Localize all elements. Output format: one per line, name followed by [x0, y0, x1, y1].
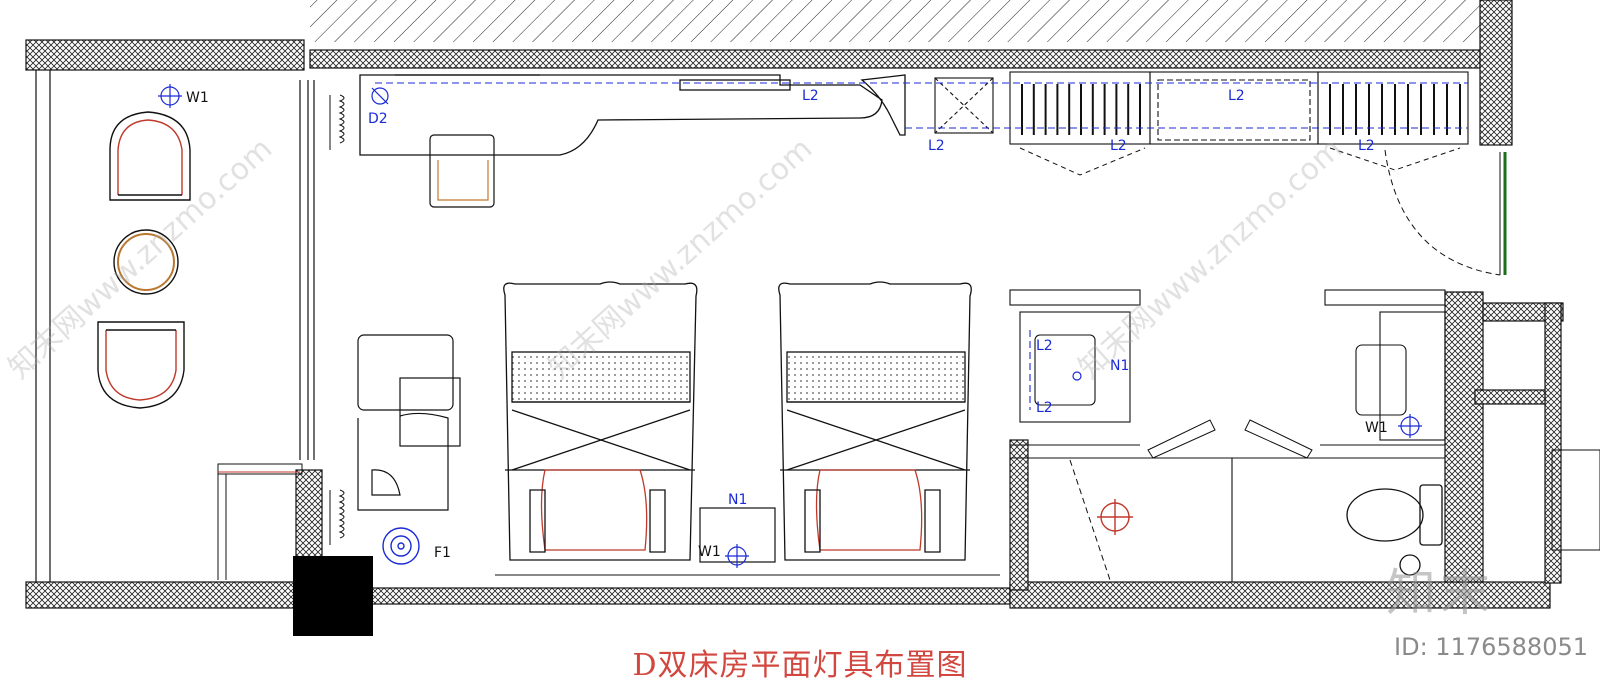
bathroom-doors [1069, 419, 1313, 581]
exterior-hatch [310, 0, 1480, 42]
label-l2-wardrobe2: L2 [1228, 88, 1245, 104]
wardrobe-door-swings [1019, 147, 1461, 176]
curtain-spring-top [329, 94, 345, 150]
label-d2: D2 [368, 111, 388, 127]
diagonal-watermarks: 知末网www.znzmo.com 知末网www.znzmo.com 知末网www… [2, 131, 1349, 386]
watermark-id: ID: 1176588051 [1394, 633, 1588, 661]
light-fixture-symbols [158, 84, 1422, 568]
balcony-chair-top [109, 111, 191, 201]
toilet [1346, 484, 1443, 576]
right-corridor [1551, 449, 1600, 551]
label-l2-desk: L2 [802, 88, 819, 104]
bed-left [503, 281, 698, 561]
watermark-diagonal: 知末网www.znzmo.com [2, 131, 279, 386]
wardrobe-hangers [1021, 84, 1461, 135]
balcony-corner-frame [217, 463, 303, 580]
bed-right [778, 281, 972, 561]
fixture-wiring [375, 82, 1468, 410]
label-w1-nightstand: W1 [698, 544, 721, 560]
label-l2-vanity-top: L2 [1036, 338, 1053, 354]
desk-chair [429, 134, 495, 208]
label-l2-wardrobe1: L2 [1110, 138, 1127, 154]
bathroom-partitions [1009, 289, 1446, 582]
fan-fixture-f1 [382, 527, 420, 565]
label-w1-balcony: W1 [186, 90, 209, 106]
label-l2-entry: L2 [1358, 138, 1375, 154]
label-n1-nightstand: N1 [728, 492, 747, 508]
curtain-spring-bottom [329, 489, 345, 545]
drawing-title: D双床房平面灯具布置图 [632, 648, 968, 683]
watermark-diagonal: 知末网www.znzmo.com [1072, 131, 1349, 386]
watermark-brand: 知末 [1386, 564, 1494, 622]
entry-door [1384, 149, 1507, 276]
label-f1: F1 [434, 545, 451, 561]
balcony-table [113, 229, 179, 295]
label-n1-vanity: N1 [1110, 358, 1129, 374]
desk-counter [359, 74, 906, 156]
label-l2-vanity-bottom: L2 [1036, 400, 1053, 416]
watermark-diagonal: 知末网www.znzmo.com [542, 131, 819, 386]
shower-drain [1097, 499, 1133, 535]
wardrobe-entry-ceiling [934, 77, 994, 134]
wardrobes [1009, 71, 1469, 145]
lounge-chair [357, 334, 461, 511]
label-l2-ceiling: L2 [928, 138, 945, 154]
balcony-chair-bottom [97, 321, 185, 409]
balcony [35, 70, 315, 582]
walls [25, 0, 1564, 609]
structural-column [293, 556, 373, 636]
label-w1-toilet: W1 [1365, 420, 1388, 436]
